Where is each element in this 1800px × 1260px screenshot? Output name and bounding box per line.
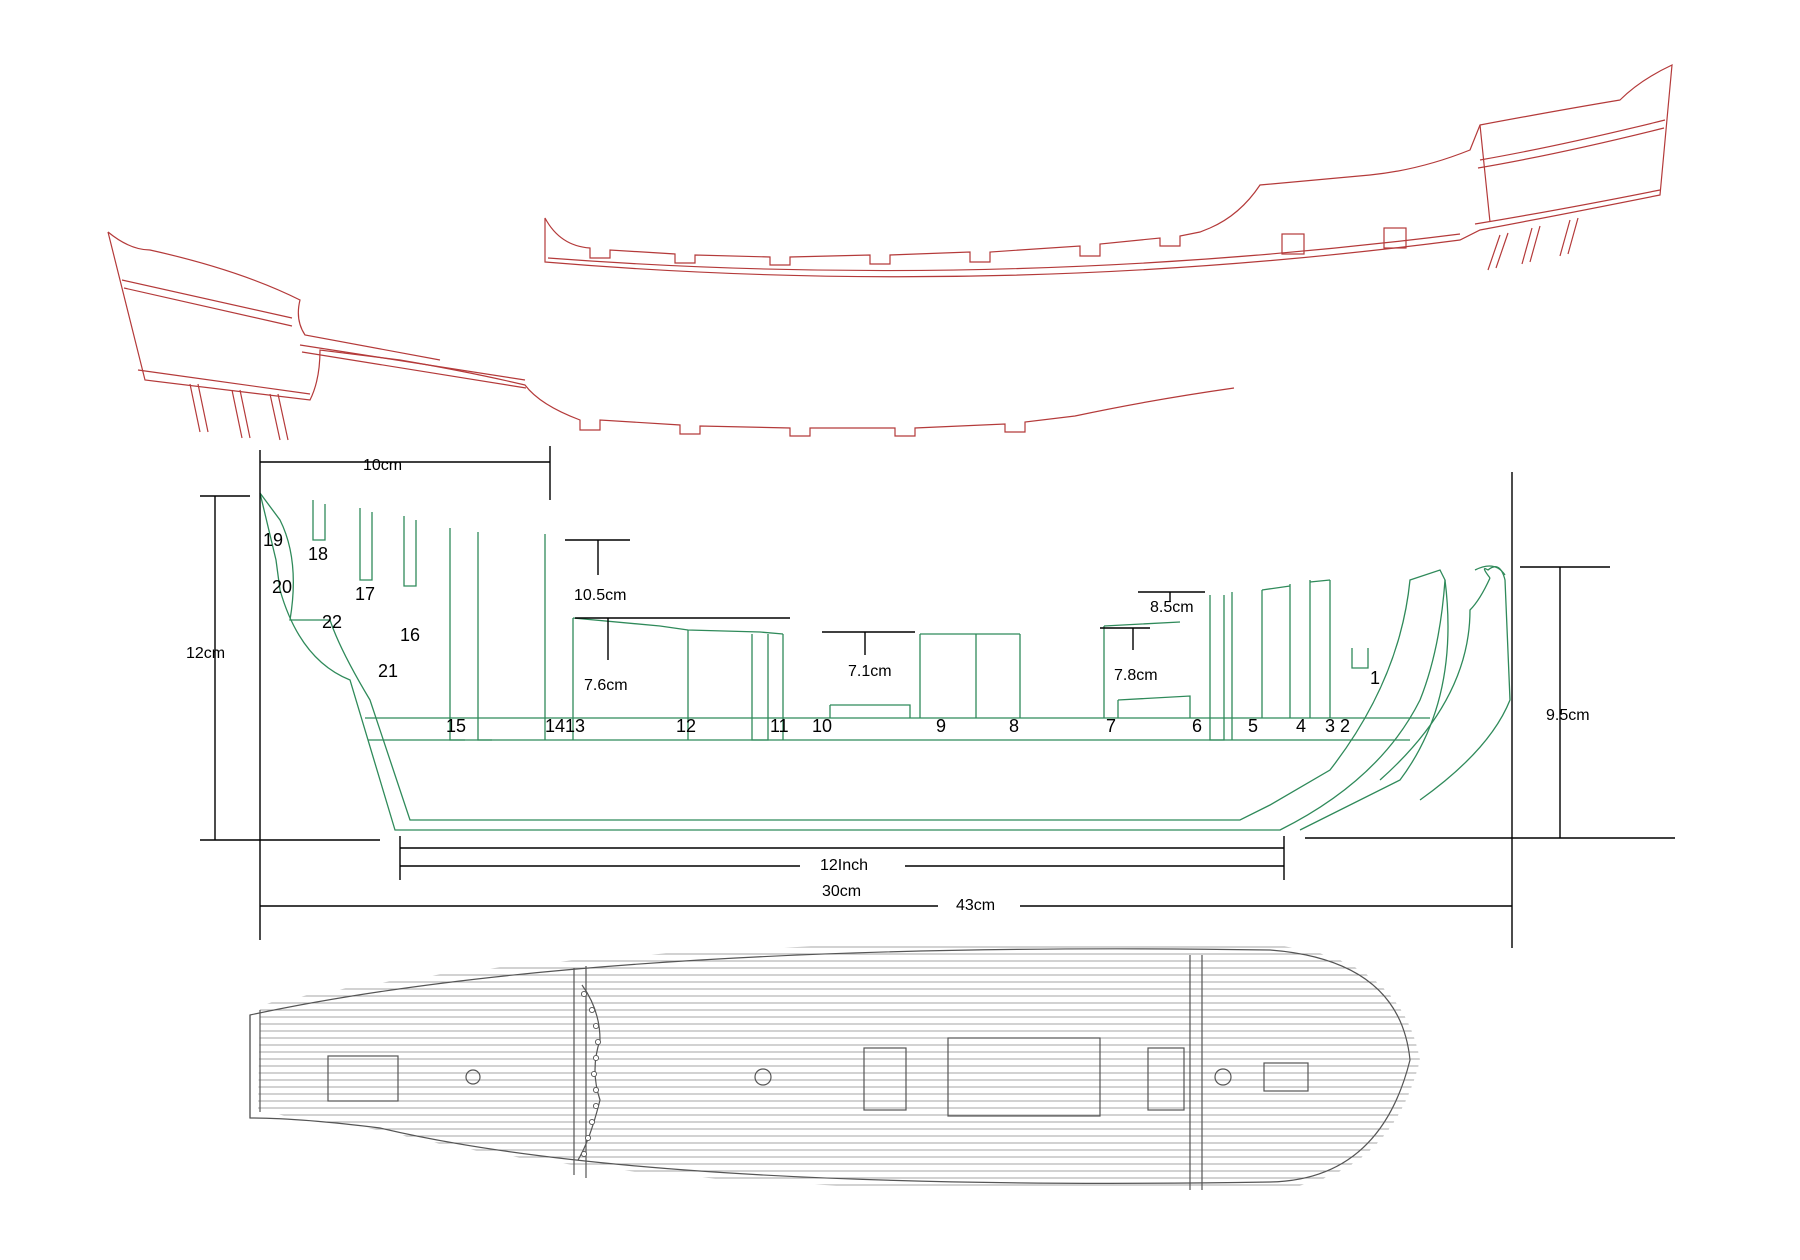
mid-hatch-right [1147, 1047, 1185, 1111]
fore-hatch [1263, 1062, 1309, 1092]
frame-20: 20 [272, 577, 292, 597]
frame-1: 1 [1370, 668, 1380, 688]
frame-9: 9 [936, 716, 946, 736]
pin-hole [580, 990, 588, 998]
frame-12: 12 [676, 716, 696, 736]
dim-10-5cm: 10.5cm [574, 587, 626, 604]
keel-and-frames [259, 492, 1511, 831]
frame-7: 7 [1106, 716, 1116, 736]
pin-hole [592, 1086, 600, 1094]
pin-hole [580, 1150, 588, 1158]
lower-bulwark-strip [107, 231, 1235, 441]
frame-10: 10 [812, 716, 832, 736]
frame-18: 18 [308, 544, 328, 564]
frame-15: 15 [446, 716, 466, 736]
mid-hatch-left [863, 1047, 907, 1111]
deck-plan [249, 946, 1420, 1190]
frame-3: 3 [1325, 716, 1335, 736]
frame-16: 16 [400, 625, 420, 645]
dim-10cm: 10cm [363, 457, 402, 474]
pin-hole [592, 1102, 600, 1110]
mast-hole-fore [1214, 1068, 1232, 1086]
mast-hole-main [754, 1068, 772, 1086]
dim-12inch: 12Inch [820, 857, 868, 874]
frame-5: 5 [1248, 716, 1258, 736]
pin-hole [592, 1022, 600, 1030]
dim-9-5cm: 9.5cm [1546, 707, 1590, 724]
upper-bulwark-strip [544, 64, 1673, 278]
pin-hole [590, 1070, 598, 1078]
pin-hole [594, 1038, 602, 1046]
pin-hole [584, 1134, 592, 1142]
frame-1413: 1413 [545, 716, 585, 736]
frame-22: 22 [322, 612, 342, 632]
frame-17: 17 [355, 584, 375, 604]
frame-4: 4 [1296, 716, 1306, 736]
dimension-labels: 10cm 12cm 10.5cm 8.5cm 7.6cm 7.1cm 7.8cm… [186, 457, 1590, 914]
frame-8: 8 [1009, 716, 1019, 736]
dim-12cm: 12cm [186, 645, 225, 662]
frame-2: 2 [1340, 716, 1350, 736]
frame-11: 11 [770, 716, 789, 736]
deck-planking [258, 946, 1420, 1186]
dimension-lines [200, 446, 1675, 948]
frame-19: 19 [263, 530, 283, 550]
frame-numbers: 1 2 3 4 5 6 7 8 9 10 11 12 1413 15 16 17… [263, 530, 1380, 736]
main-hatch [947, 1037, 1101, 1117]
dim-7-8cm: 7.8cm [1114, 667, 1158, 684]
pin-hole [588, 1006, 596, 1014]
dim-43cm: 43cm [956, 897, 995, 914]
mast-hole-aft [465, 1069, 481, 1085]
bulkhead-pin-holes [580, 990, 602, 1158]
dim-7-1cm: 7.1cm [848, 663, 892, 680]
aft-hatch [327, 1055, 399, 1102]
frame-6: 6 [1192, 716, 1202, 736]
pin-hole [588, 1118, 596, 1126]
dim-8-5cm: 8.5cm [1150, 599, 1194, 616]
dim-30cm: 30cm [822, 883, 861, 900]
pin-hole [592, 1054, 600, 1062]
dim-7-6cm: 7.6cm [584, 677, 628, 694]
frame-21: 21 [378, 661, 398, 681]
